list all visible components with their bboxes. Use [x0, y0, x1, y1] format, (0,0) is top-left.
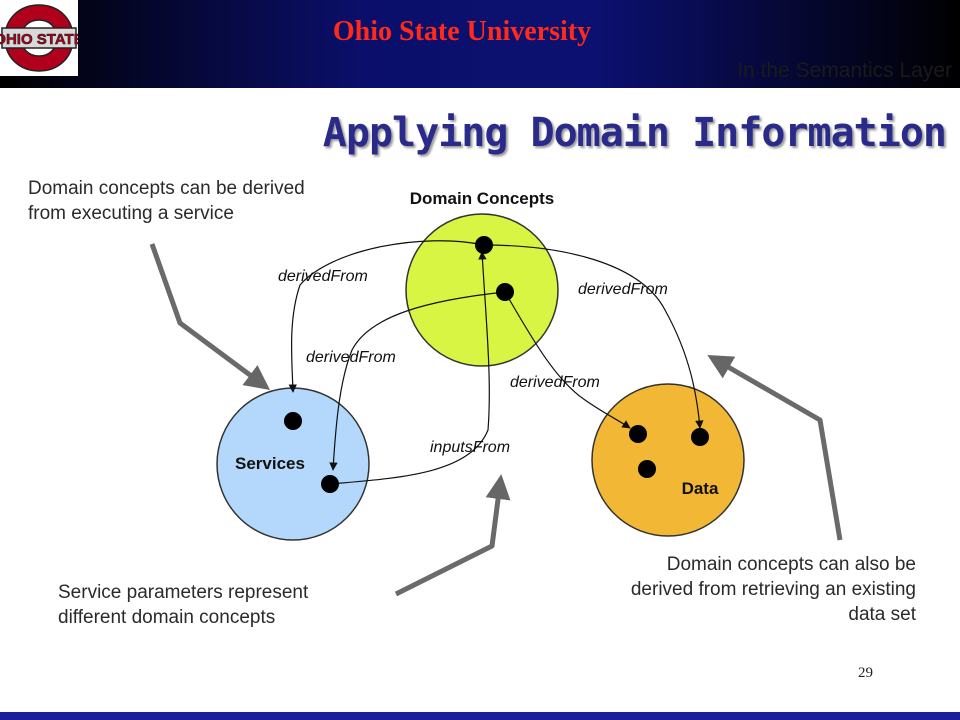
edge-label-derived-mid-left: derivedFrom — [306, 349, 396, 366]
edge-derived-top-left — [288, 240, 485, 393]
pointer-arrow-services — [149, 243, 271, 390]
note-derived-from-data: Domain concepts can also be derived from… — [631, 552, 916, 627]
services-dot-1 — [284, 412, 302, 430]
domain-dot-1 — [475, 236, 493, 254]
header-bar: OHIO STATE Ohio State University In the … — [0, 0, 960, 88]
university-name: Ohio State University — [332, 16, 592, 47]
slide-number: 29 — [858, 665, 873, 681]
note-derived-from-data-line-3: data set — [848, 604, 916, 625]
slide-title: Applying Domain Information — [322, 110, 947, 156]
svg-text:OHIO STATE: OHIO STATE — [0, 31, 78, 48]
services-label: Services — [235, 454, 305, 473]
edge-derived-top-right — [483, 244, 704, 429]
data-dot-2 — [691, 428, 709, 446]
note-service-parameters-line-2: different domain concepts — [58, 607, 276, 628]
note-derived-from-data-line-2: derived from retrieving an existing — [630, 579, 916, 600]
note-derived-from-data-line-1: Domain concepts can also be — [666, 554, 916, 575]
pointer-arrow-inputs — [394, 474, 511, 597]
section-subtitle: In the Semantics Layer — [737, 59, 952, 82]
domain-concepts-label: Domain Concepts — [410, 189, 555, 208]
edge-label-inputs-from: inputsFrom — [430, 439, 510, 456]
note-derived-from-service: Domain concepts can be derived from exec… — [28, 176, 305, 226]
note-service-parameters-line-1: Service parameters represent — [58, 582, 309, 603]
pointer-arrow-data — [707, 355, 843, 541]
data-dot-1 — [629, 425, 647, 443]
services-dot-2 — [321, 475, 339, 493]
note-derived-from-service-line-1: Domain concepts can be derived — [28, 178, 305, 199]
data-dot-3 — [638, 460, 656, 478]
data-label: Data — [682, 479, 719, 498]
edge-derived-mid-right — [504, 291, 631, 429]
footer-bar — [0, 712, 960, 720]
ohio-state-logo: OHIO STATE — [0, 0, 78, 76]
edge-label-derived-top-right: derivedFrom — [578, 281, 668, 298]
domain-dot-2 — [496, 283, 514, 301]
edge-derived-mid-left — [329, 291, 506, 471]
edge-label-derived-mid-right: derivedFrom — [510, 374, 600, 391]
edge-label-derived-top-left: derivedFrom — [278, 268, 368, 285]
note-service-parameters: Service parameters represent different d… — [58, 580, 308, 630]
note-derived-from-service-line-2: from executing a service — [28, 203, 234, 224]
domain-concepts-node — [405, 213, 559, 367]
edge-inputs-from — [329, 251, 490, 485]
data-node — [591, 383, 745, 537]
